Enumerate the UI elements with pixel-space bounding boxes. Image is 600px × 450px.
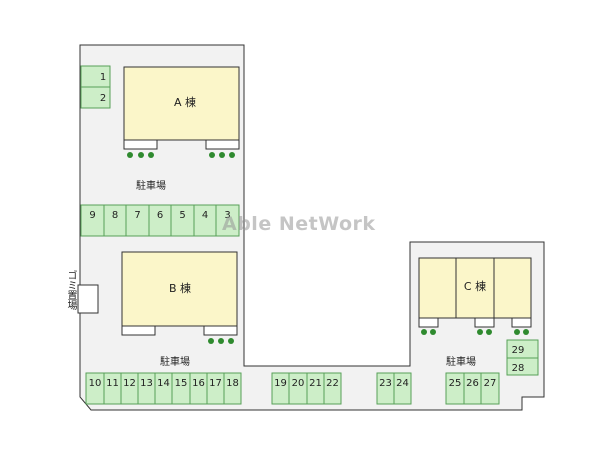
svg-text:8: 8 [112, 210, 118, 221]
parking-slot: 15 [171, 372, 191, 405]
svg-text:1: 1 [100, 72, 106, 83]
svg-text:4: 4 [202, 210, 208, 221]
parking-slot: 17 [206, 372, 225, 405]
svg-text:9: 9 [89, 210, 95, 221]
svg-text:11: 11 [106, 378, 119, 389]
parking-slot: 28 [506, 357, 539, 376]
svg-text:27: 27 [484, 378, 497, 389]
svg-text:12: 12 [123, 378, 136, 389]
svg-text:22: 22 [326, 378, 339, 389]
parking-slot: 7 [125, 204, 150, 237]
svg-text:3: 3 [224, 210, 230, 221]
parking-slot: 19 [271, 372, 290, 405]
svg-text:18: 18 [226, 378, 239, 389]
parking-slot: 20 [288, 372, 308, 405]
svg-text:17: 17 [209, 378, 222, 389]
parking-slot: 2 [80, 86, 111, 109]
trees-b [208, 338, 234, 344]
svg-text:23: 23 [379, 378, 392, 389]
parking-slot: 1 [80, 65, 111, 88]
parking-slot: 8 [103, 204, 127, 237]
parking-slot: 3 [215, 204, 240, 237]
parking-label-top: 駐車場 [136, 179, 166, 192]
parking-slot: 16 [189, 372, 208, 405]
svg-text:21: 21 [309, 378, 322, 389]
parking-slot: 9 [80, 204, 105, 237]
garbage-station [77, 284, 99, 314]
parking-slot: 10 [85, 372, 105, 405]
watermark: Able NetWork [222, 213, 376, 235]
parking-slot: 12 [120, 372, 139, 405]
parking-slot: 25 [445, 372, 465, 405]
svg-text:28: 28 [512, 363, 525, 374]
building-b-label: B 棟 [169, 281, 191, 295]
parking-slot: 6 [148, 204, 172, 237]
svg-text:14: 14 [157, 378, 170, 389]
svg-text:2: 2 [100, 93, 106, 104]
building-c-label: C 棟 [464, 279, 486, 293]
building-a: A 棟 [123, 66, 240, 150]
parking-slot: 22 [323, 372, 342, 405]
svg-text:26: 26 [466, 378, 479, 389]
parking-label-bottom: 駐車場 [160, 355, 190, 368]
parking-slot: 29 [506, 339, 539, 359]
parking-slot: 26 [463, 372, 482, 405]
parking-slot: 14 [154, 372, 173, 405]
trees-a [127, 152, 235, 158]
parking-slot: 24 [393, 372, 412, 405]
svg-text:25: 25 [449, 378, 462, 389]
svg-text:16: 16 [192, 378, 205, 389]
parking-slot: 27 [480, 372, 500, 405]
svg-text:7: 7 [134, 210, 140, 221]
svg-text:20: 20 [292, 378, 305, 389]
parking-slot: 21 [306, 372, 325, 405]
building-b: B 棟 [121, 251, 238, 336]
garbage-station-label: ゴミ置場 [65, 270, 76, 310]
parking-slot: 11 [103, 372, 122, 405]
building-c: C 棟 [418, 257, 532, 328]
parking-slot: 13 [137, 372, 156, 405]
svg-text:5: 5 [179, 210, 185, 221]
svg-text:15: 15 [175, 378, 188, 389]
trees-c [421, 329, 529, 335]
parking-label-right: 駐車場 [446, 355, 476, 368]
svg-text:19: 19 [274, 378, 287, 389]
svg-text:24: 24 [396, 378, 409, 389]
svg-text:29: 29 [512, 345, 525, 356]
svg-text:6: 6 [157, 210, 163, 221]
parking-slot: 4 [193, 204, 217, 237]
parking-slot: 18 [223, 372, 242, 405]
svg-text:13: 13 [140, 378, 153, 389]
svg-text:10: 10 [89, 378, 102, 389]
parking-slot: 23 [376, 372, 395, 405]
building-a-label: A 棟 [174, 95, 196, 109]
parking-slot: 5 [170, 204, 195, 237]
